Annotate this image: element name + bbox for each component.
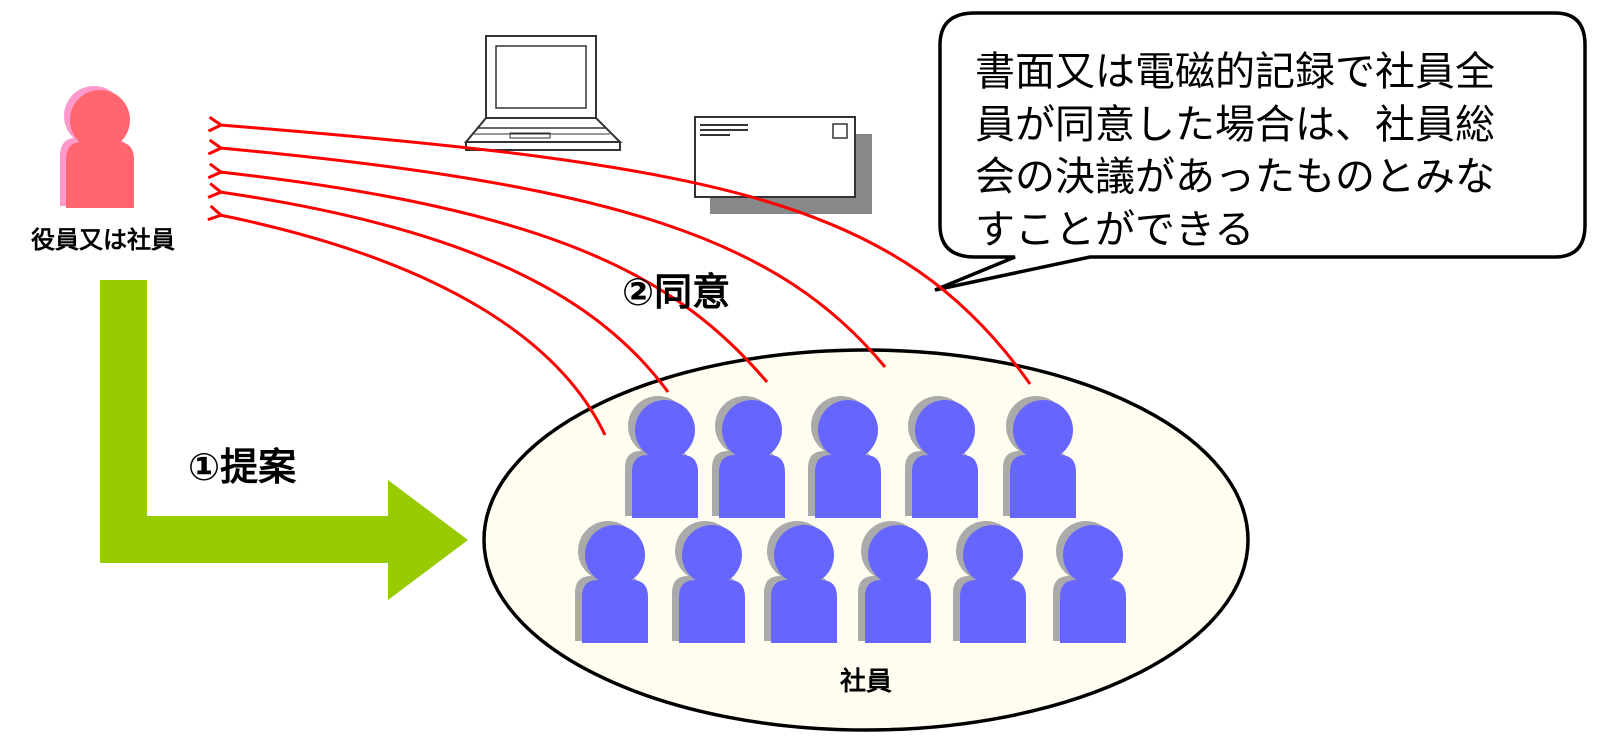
member-person-icon [672, 521, 745, 643]
consent-arrow-5 [220, 125, 1032, 385]
member-person-icon [712, 396, 785, 518]
callout-line-4: すことができる [975, 207, 1254, 253]
laptop-icon [463, 35, 623, 151]
consent-label: ②同意 [622, 270, 730, 314]
member-person-icon [905, 396, 978, 518]
consent-arrow-4 [220, 148, 887, 368]
member-person-icon [764, 521, 837, 643]
proposer-label: 役員又は社員 [31, 226, 175, 254]
members-label: 社員 [840, 666, 892, 697]
consent-arrow-2 [220, 192, 670, 393]
callout-line-1: 書面又は電磁的記録で社員全 [975, 49, 1495, 95]
member-person-icon [953, 521, 1026, 643]
callout-bubble [934, 11, 1587, 292]
callout-line-2: 員が同意した場合は、社員総 [975, 102, 1495, 148]
member-person-icon [808, 396, 881, 518]
member-person-icon [1053, 521, 1126, 643]
envelope-icon [694, 116, 872, 214]
proposal-arrow [100, 280, 468, 600]
proposal-label: ①提案 [188, 445, 297, 489]
members-row-2 [575, 521, 1126, 643]
proposer-person-icon [60, 86, 134, 208]
consent-arrow-3 [220, 172, 769, 383]
callout-line-3: 会の決議があったものとみな [975, 154, 1495, 200]
member-person-icon [575, 521, 648, 643]
member-person-icon [1003, 396, 1076, 518]
consent-arrow-1 [220, 215, 607, 436]
member-person-icon [625, 396, 698, 518]
members-row-1 [625, 396, 1076, 518]
consent-arrows [220, 125, 1032, 436]
member-person-icon [858, 521, 931, 643]
